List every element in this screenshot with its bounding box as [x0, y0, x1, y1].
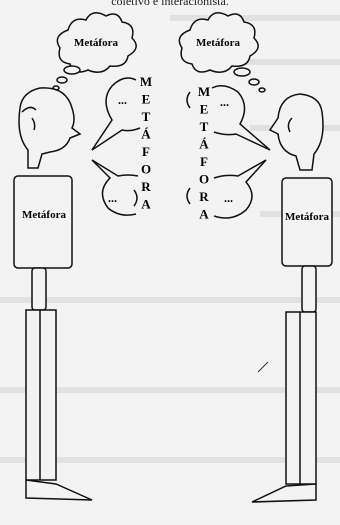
vertical-letter: E — [200, 102, 209, 117]
vertical-letter: A — [199, 207, 209, 222]
vertical-letter: O — [199, 172, 209, 187]
vertical-letter: E — [142, 92, 151, 107]
right-bubble-bottom-dots: ... — [224, 191, 233, 205]
left-speech-bubble-top — [91, 77, 141, 151]
left-thought-cloud — [52, 12, 137, 91]
vertical-letter: Á — [141, 127, 151, 142]
vertical-letter: T — [142, 109, 151, 124]
left-bubble-bottom-dots: ... — [108, 191, 117, 205]
caption-text: coletivo e interacionista. — [111, 0, 229, 8]
vertical-letter: Á — [199, 137, 209, 152]
left-body-label: Metáfora — [22, 209, 66, 221]
right-body-label: Metáfora — [285, 211, 329, 223]
right-thought-label: Metáfora — [196, 37, 240, 49]
vertical-letter: M — [140, 74, 152, 89]
vertical-letter: A — [141, 197, 151, 212]
left-thought-label: Metáfora — [74, 37, 118, 49]
vertical-letter: T — [200, 119, 209, 134]
right-speech-bubble-top — [211, 85, 271, 151]
vertical-letter: M — [198, 84, 210, 99]
left-bubble-top-dots: ... — [118, 93, 127, 107]
right-bubble-top-dots: ... — [220, 95, 229, 109]
center-brackets — [133, 91, 191, 207]
vertical-letter: F — [142, 144, 150, 159]
vertical-letter: F — [200, 154, 208, 169]
right-thought-cloud — [178, 12, 266, 93]
vertical-letter: O — [141, 162, 151, 177]
left-person — [13, 87, 93, 501]
stray-mark — [257, 361, 269, 373]
right-person — [251, 93, 333, 503]
vertical-letter: R — [141, 179, 151, 194]
left-speech-bubble-bottom — [91, 159, 139, 216]
right-speech-bubble-bottom — [213, 159, 267, 219]
vertical-letter: R — [199, 189, 209, 204]
